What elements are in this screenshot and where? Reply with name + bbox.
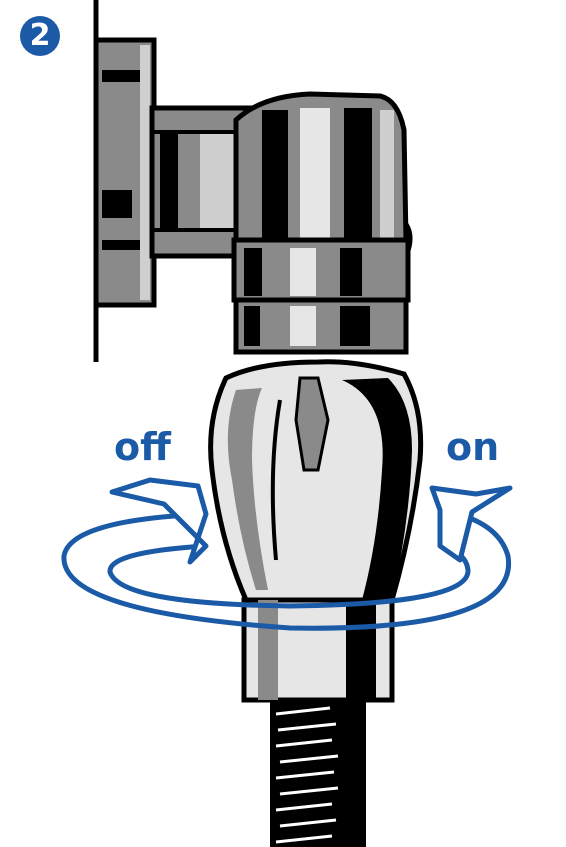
valve-outlet	[241, 597, 395, 703]
braided-hose	[270, 700, 366, 847]
valve-handle	[208, 359, 424, 603]
valve-body	[231, 91, 413, 355]
on-label: on	[446, 425, 500, 469]
off-label: off	[114, 425, 171, 469]
rotation-arrows-icon	[61, 477, 513, 631]
wall-flange	[93, 37, 157, 308]
step-number-badge: 2	[20, 16, 60, 56]
